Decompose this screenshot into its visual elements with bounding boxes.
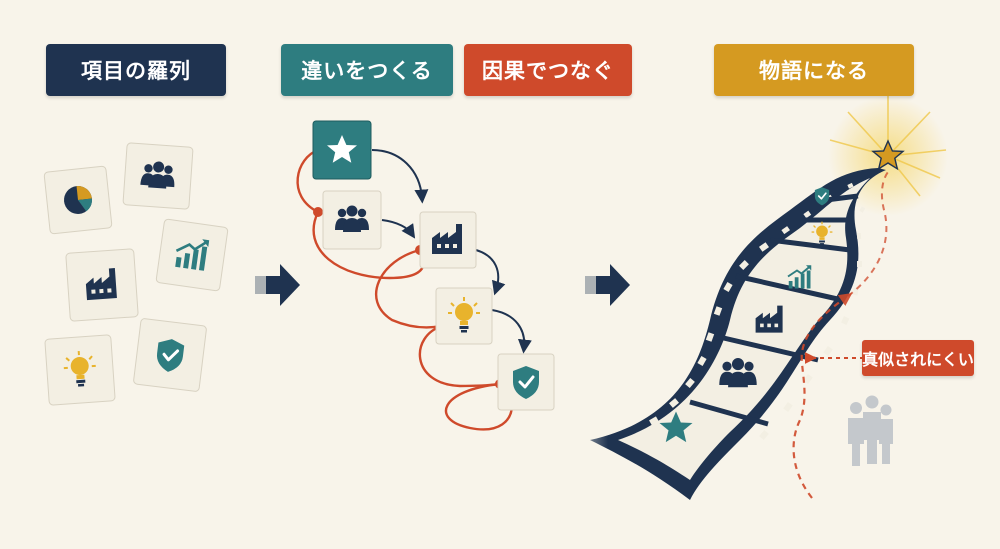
scattered-items bbox=[43, 142, 229, 406]
label-causality: 因果でつなぐ bbox=[464, 44, 632, 96]
label-enumerate: 項目の羅列 bbox=[46, 44, 226, 96]
tile-people bbox=[122, 142, 194, 210]
imitation-path bbox=[792, 171, 889, 499]
film-frame-dividers bbox=[689, 193, 859, 427]
chain-tile-shield bbox=[497, 353, 555, 411]
goal-star-icon bbox=[871, 139, 905, 171]
story-filmstrip bbox=[560, 96, 948, 520]
ghost-people-icon bbox=[848, 395, 893, 466]
flow-arrows bbox=[371, 149, 532, 354]
chain-tile-people bbox=[322, 190, 382, 250]
people-icon bbox=[719, 358, 757, 388]
tile-pie-chart bbox=[43, 165, 113, 235]
label-story: 物語になる bbox=[714, 44, 914, 96]
tile-shield bbox=[133, 318, 207, 392]
chain-items bbox=[312, 120, 555, 411]
people-icon bbox=[335, 205, 369, 232]
tile-lightbulb bbox=[44, 334, 116, 406]
chain-tile-star bbox=[312, 120, 372, 180]
tile-factory bbox=[65, 248, 139, 322]
label-differentiate: 違いをつくる bbox=[281, 44, 453, 96]
arrow-right-icon-2 bbox=[585, 264, 630, 306]
chain-tile-lightbulb bbox=[435, 287, 493, 345]
chain-tile-factory bbox=[419, 211, 477, 269]
tile-growth-chart bbox=[155, 218, 229, 292]
label-hard-to-copy: 真似されにくい bbox=[862, 340, 974, 376]
arrow-right-icon-1 bbox=[255, 264, 300, 306]
